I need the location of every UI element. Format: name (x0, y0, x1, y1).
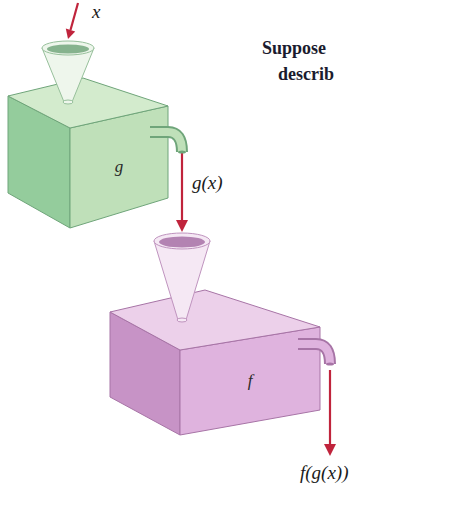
funnel-opening (47, 45, 89, 54)
funnel-opening (159, 237, 205, 248)
machine-face (8, 78, 168, 128)
input-label: x (92, 1, 100, 23)
funnel-neck (63, 100, 73, 104)
spout (298, 344, 330, 364)
output-arrow (329, 370, 331, 446)
funnel (42, 48, 94, 102)
funnel-mouth (154, 233, 210, 249)
cropped-heading-text: Suppose (262, 38, 326, 59)
function-machine: g (8, 38, 173, 238)
spout (150, 132, 182, 152)
function-machine: f (110, 232, 325, 437)
edge-label: g(x) (192, 172, 223, 194)
spout-opening (178, 150, 186, 153)
output-arrowhead (324, 444, 336, 456)
spout (298, 344, 330, 364)
funnel-mouth (42, 41, 94, 55)
input-arrow (71, 3, 79, 30)
machine-shape (110, 232, 325, 437)
function-name: f (248, 372, 253, 389)
machine-face (110, 290, 320, 350)
spout (150, 132, 182, 152)
machine-shape (8, 38, 173, 238)
spout-opening (326, 362, 334, 365)
input-arrowhead (66, 28, 75, 39)
output-label: f(g(x)) (300, 462, 349, 484)
cropped-heading-text: describ (278, 64, 334, 85)
funnel-neck (177, 318, 187, 322)
function-name: g (115, 158, 124, 175)
arrowhead (176, 220, 188, 232)
funnel (154, 241, 210, 320)
